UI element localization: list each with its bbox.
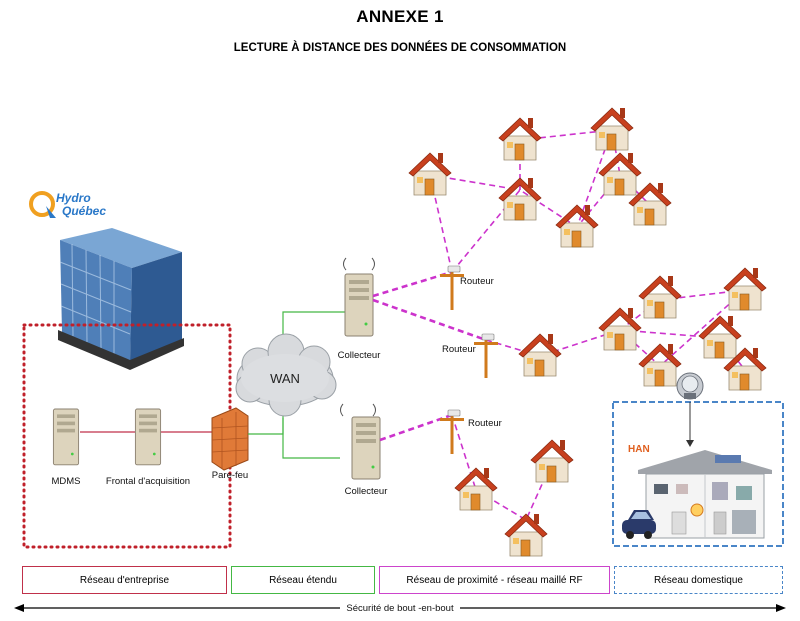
collector-1-label: Collecteur — [338, 350, 381, 361]
router-2-icon — [473, 333, 499, 379]
zone-enterprise: Réseau d'entreprise — [22, 566, 227, 594]
wan-label: WAN — [270, 371, 300, 386]
smart-meter-icon — [676, 372, 704, 400]
wan-cloud-icon — [235, 333, 337, 417]
house-icon — [408, 152, 452, 196]
end-to-end-arrow — [14, 601, 786, 614]
domestic-zone-frame — [612, 401, 784, 547]
frontal-label: Frontal d'acquisition — [106, 476, 190, 487]
router-2-label: Routeur — [442, 344, 476, 355]
house-icon — [498, 177, 542, 221]
house-icon — [723, 267, 767, 311]
zone-domestic: Réseau domestique — [614, 566, 783, 594]
router-1-label: Routeur — [460, 276, 494, 287]
router-3-label: Routeur — [468, 418, 502, 429]
logo-line1: Hydro — [56, 191, 91, 205]
router-3-icon — [439, 409, 465, 455]
mdms-server-icon — [52, 408, 80, 466]
headquarters-building-icon — [58, 228, 184, 370]
antenna-icons — [340, 257, 376, 417]
house-icon — [504, 513, 548, 557]
house-icon — [598, 152, 642, 196]
router-1-icon — [439, 265, 465, 311]
han-label: HAN — [628, 444, 650, 455]
collector-2-label: Collecteur — [345, 486, 388, 497]
house-icon — [698, 315, 742, 359]
page-title: ANNEXE 1 — [356, 7, 444, 26]
house-icon — [454, 467, 498, 511]
house-icon — [590, 107, 634, 151]
zone-wan: Réseau étendu — [231, 566, 375, 594]
collector-2-icon — [351, 416, 381, 480]
firewall-icon — [211, 407, 249, 471]
frontal-server-icon — [134, 408, 162, 466]
house-icon — [518, 333, 562, 377]
house-icon — [598, 307, 642, 351]
logo-line2: Québec — [62, 204, 106, 218]
collector-1-icon — [344, 273, 374, 337]
page-subtitle: LECTURE À DISTANCE DES DONNÉES DE CONSOM… — [233, 42, 567, 54]
security-label: Sécurité de bout -en-bout — [346, 603, 454, 614]
house-icon — [638, 275, 682, 319]
house-icon — [498, 117, 542, 161]
hydro-quebec-logo: Hydro Québec — [29, 191, 106, 218]
smart-home-icon — [638, 450, 772, 539]
electric-car-icon — [622, 510, 656, 539]
zone-mesh: Réseau de proximité - réseau maillé RF — [379, 566, 610, 594]
house-icon — [638, 343, 682, 387]
house-icon — [530, 439, 574, 483]
house-icon — [555, 204, 599, 248]
firewall-label: Pare-feu — [212, 470, 248, 481]
mdms-label: MDMS — [51, 476, 80, 487]
